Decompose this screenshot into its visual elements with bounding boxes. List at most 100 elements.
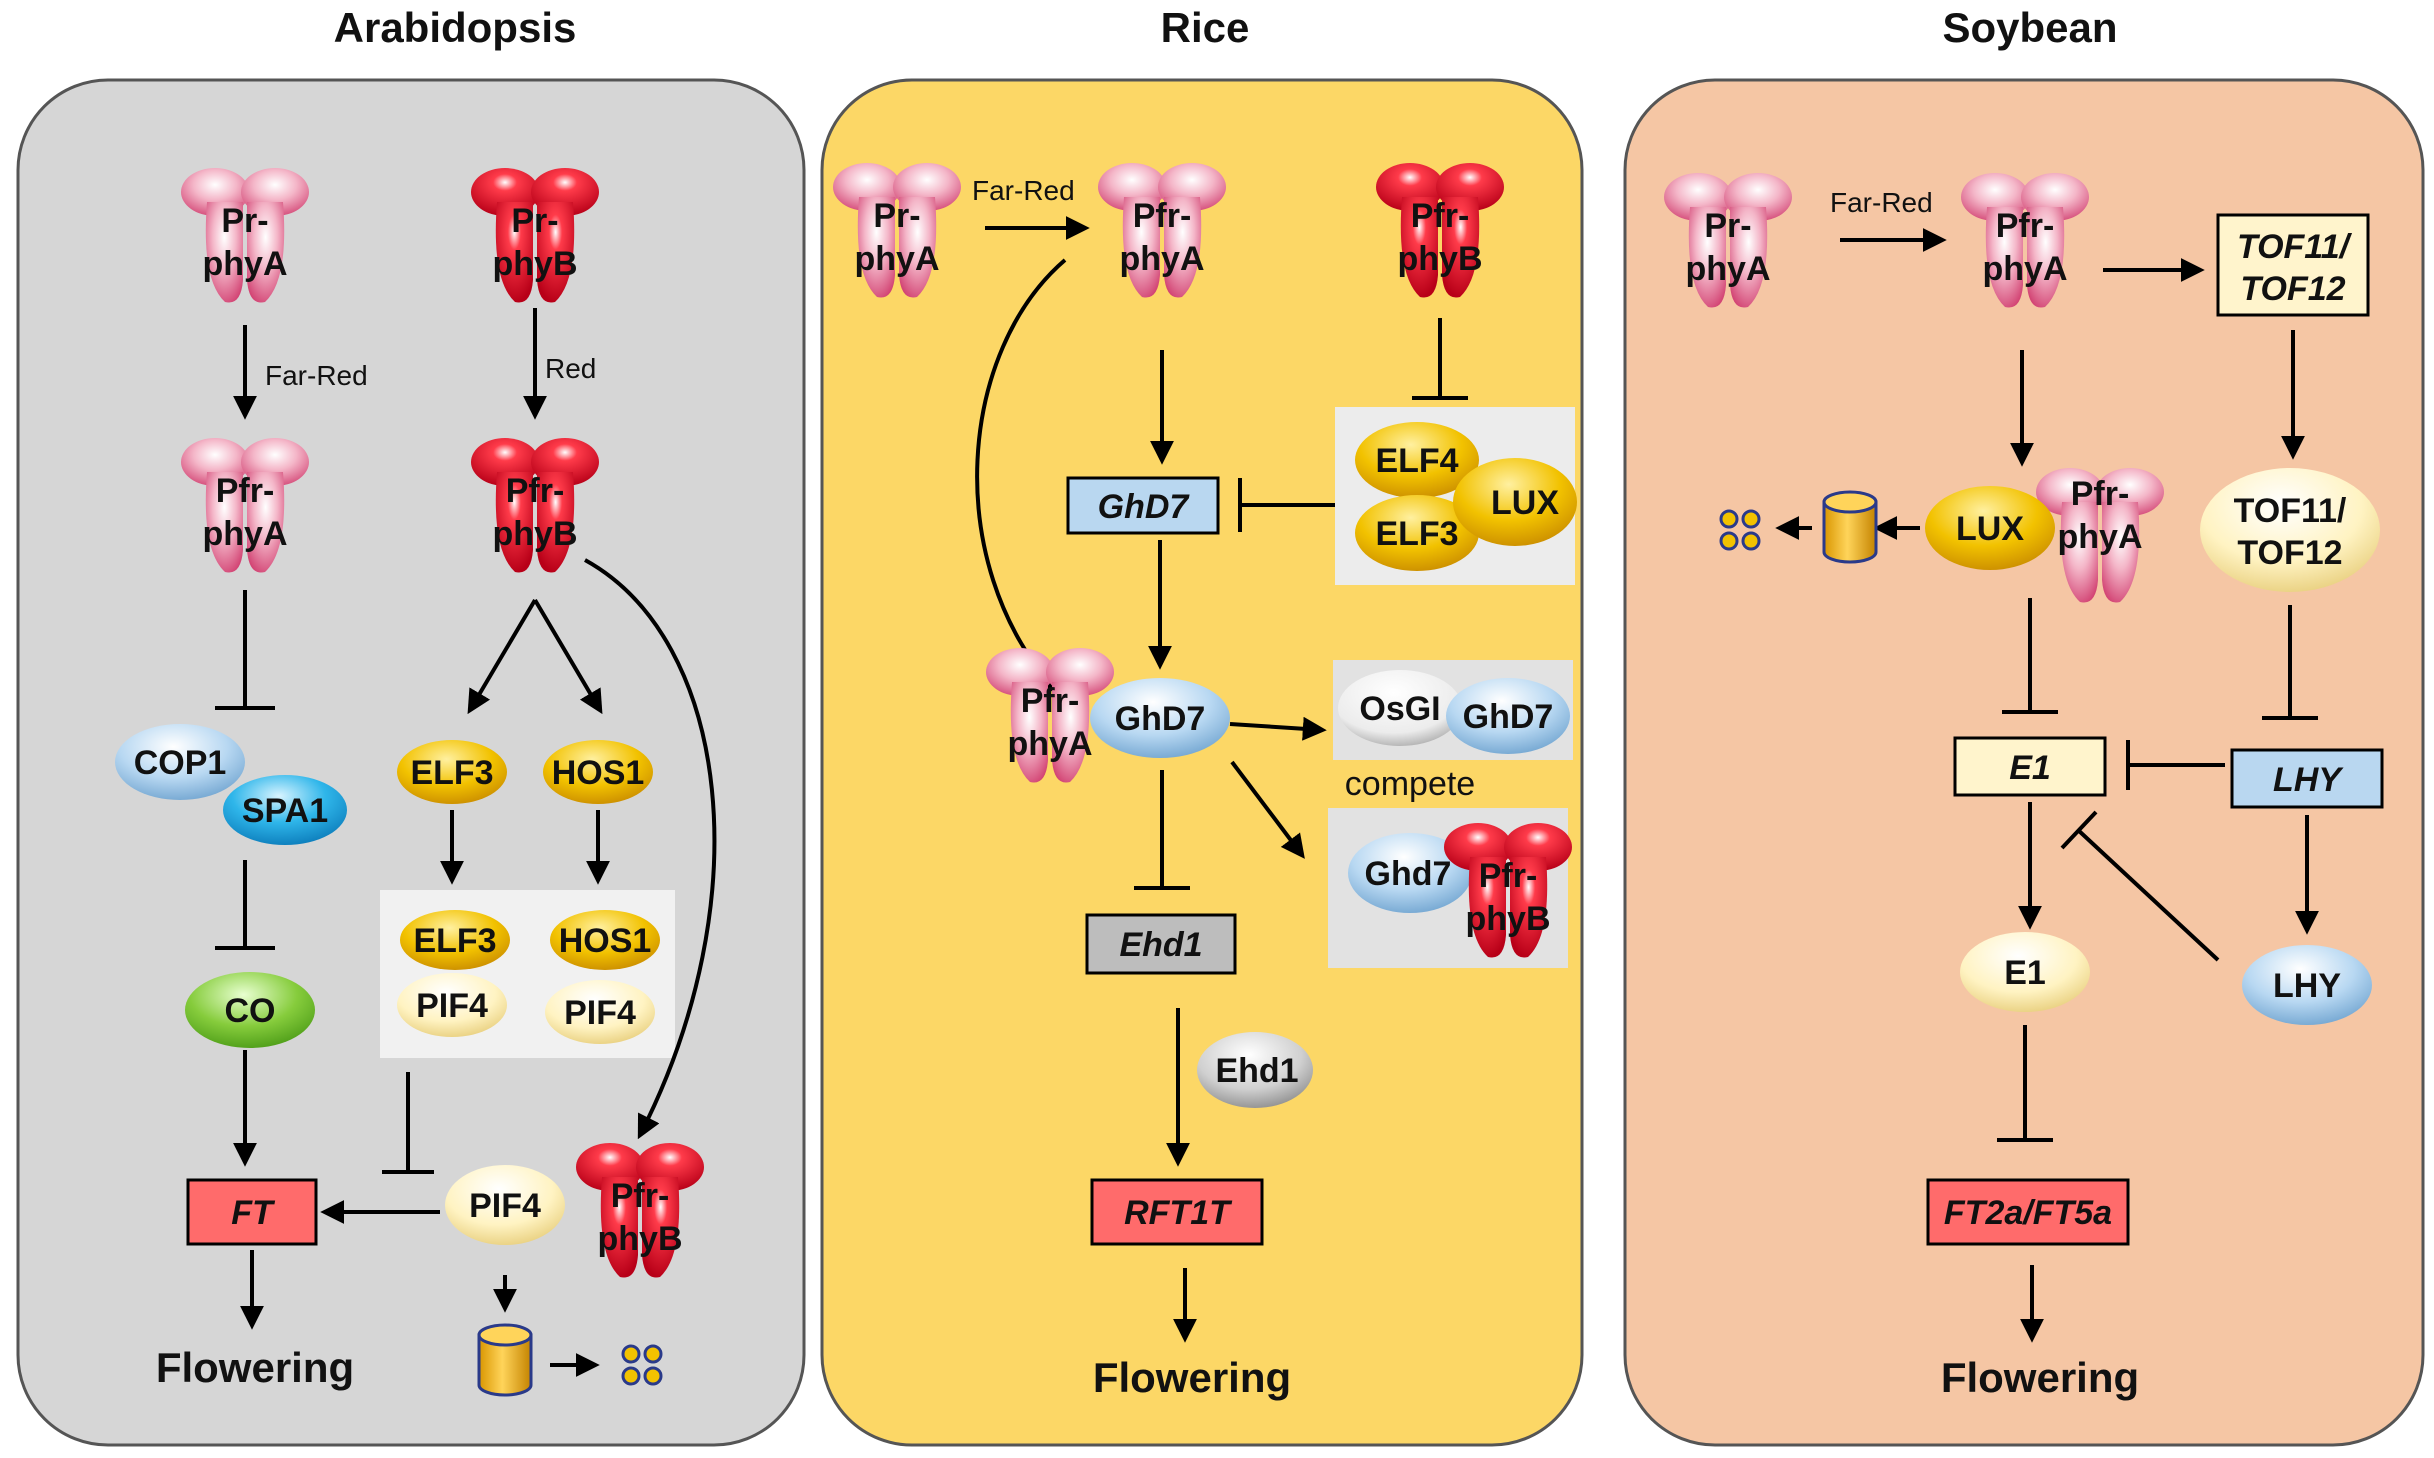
far-red-label: Far-Red <box>265 360 368 391</box>
svg-text:GhD7: GhD7 <box>1463 698 1554 736</box>
svg-text:LUX: LUX <box>1956 510 2024 548</box>
svg-text:phyA: phyA <box>1686 250 1771 288</box>
lux-protein <box>1925 486 2055 570</box>
svg-text:HOS1: HOS1 <box>559 922 652 960</box>
svg-text:TOF12: TOF12 <box>2237 534 2342 572</box>
ehd1-gene <box>1085 913 1237 975</box>
tof-gene <box>2216 213 2370 317</box>
svg-text:CO: CO <box>225 992 276 1030</box>
arabidopsis-title: Arabidopsis <box>334 4 577 51</box>
svg-text:PIF4: PIF4 <box>469 1187 541 1225</box>
svg-text:TOF11/: TOF11/ <box>2237 228 2353 266</box>
lhy-protein <box>2242 945 2372 1025</box>
svg-text:phyB: phyB <box>493 245 578 283</box>
far-red-label: Far-Red <box>972 175 1075 206</box>
svg-text:PIF4: PIF4 <box>416 987 488 1025</box>
ghd7-protein <box>1090 678 1230 758</box>
svg-text:E1: E1 <box>2004 954 2046 992</box>
pr-phyA-icon: Pr- phyA <box>181 168 309 303</box>
arabidopsis-network: Pr- phyA Pr- phyB Far-Red Red Pfr- phyA … <box>115 168 717 1397</box>
svg-text:FT: FT <box>231 1194 276 1232</box>
svg-text:HOS1: HOS1 <box>552 754 645 792</box>
pfr-phyA-icon-2: Pfr- phyA <box>986 648 1114 783</box>
svg-text:phyA: phyA <box>2058 518 2143 556</box>
svg-text:Pr-: Pr- <box>1704 207 1751 245</box>
pif4-protein <box>445 1165 565 1245</box>
svg-text:phyA: phyA <box>203 245 288 283</box>
elf3-protein <box>397 740 507 804</box>
svg-text:Ghd7: Ghd7 <box>1365 855 1452 893</box>
pfr-phyA-icon: Pfr- phyA <box>1961 173 2089 308</box>
svg-text:LHY: LHY <box>2273 761 2344 799</box>
svg-text:phyB: phyB <box>1398 240 1483 278</box>
svg-text:ELF3: ELF3 <box>410 754 493 792</box>
pfr-phyA-icon: Pfr- phyA <box>181 438 309 573</box>
svg-text:Pfr-: Pfr- <box>506 472 565 510</box>
rice-title: Rice <box>1161 4 1250 51</box>
svg-text:ELF3: ELF3 <box>413 922 496 960</box>
svg-text:phyB: phyB <box>1466 900 1551 938</box>
spa1-protein <box>223 775 347 845</box>
svg-text:E1: E1 <box>2009 749 2051 787</box>
ehd1-protein <box>1197 1032 1313 1108</box>
svg-text:Pfr-: Pfr- <box>1133 197 1192 235</box>
ft2a-ft5a-gene <box>1926 1178 2130 1246</box>
svg-text:Pfr-: Pfr- <box>216 472 275 510</box>
pr-phyA-icon: Pr- phyA <box>1664 173 1792 308</box>
cop1-protein <box>115 724 245 800</box>
svg-text:Pr-: Pr- <box>221 202 268 240</box>
phyB-to-elf3 <box>467 598 537 715</box>
ghd7-gene <box>1066 476 1220 535</box>
svg-text:PIF4: PIF4 <box>564 994 636 1032</box>
compete-label: compete <box>1345 765 1475 803</box>
svg-text:phyA: phyA <box>1120 240 1205 278</box>
rft1-gene <box>1090 1178 1264 1246</box>
svg-text:Pr-: Pr- <box>873 197 920 235</box>
svg-text:Pfr-: Pfr- <box>611 1177 670 1215</box>
pfr-phyA-icon: Pfr- phyA <box>1098 163 1226 298</box>
svg-text:ELF4: ELF4 <box>1375 442 1458 480</box>
svg-text:phyB: phyB <box>493 515 578 553</box>
svg-text:FT2a/FT5a: FT2a/FT5a <box>1944 1194 2112 1232</box>
svg-text:TOF11/: TOF11/ <box>2234 492 2347 530</box>
tof-protein <box>2200 468 2380 592</box>
svg-text:Pr-: Pr- <box>511 202 558 240</box>
svg-text:Ehd1: Ehd1 <box>1119 926 1202 964</box>
svg-text:GhD7: GhD7 <box>1098 488 1191 526</box>
arabidopsis-flowering: Flowering <box>156 1344 354 1391</box>
svg-text:COP1: COP1 <box>134 744 227 782</box>
svg-text:SPA1: SPA1 <box>242 792 328 830</box>
svg-text:Pfr-: Pfr- <box>2071 475 2130 513</box>
phyB-to-hos1 <box>533 598 603 715</box>
pr-phyB-icon: Pr- phyB <box>471 168 599 303</box>
svg-text:Pfr-: Pfr- <box>1479 857 1538 895</box>
svg-text:ELF3: ELF3 <box>1375 515 1458 553</box>
pfr-phyB-icon-2: Pfr- phyB <box>576 1143 704 1278</box>
svg-text:TOF12: TOF12 <box>2240 270 2345 308</box>
phyB-to-pif4-degradation <box>584 558 717 1140</box>
ft-gene <box>186 1178 318 1246</box>
svg-text:phyA: phyA <box>855 240 940 278</box>
pfr-phyB-icon: Pfr- phyB <box>471 438 599 573</box>
soybean-network: Pr- phyA Far-Red Pfr- phyA TOF11/ TOF12 … <box>1664 173 2384 1401</box>
co-protein <box>185 972 315 1048</box>
rice-network: Pr- phyA Far-Red Pfr- phyA Pfr- phyB ELF… <box>833 163 1577 1401</box>
soybean-title: Soybean <box>1942 4 2117 51</box>
svg-text:OsGI: OsGI <box>1359 690 1440 728</box>
e1-gene <box>1953 736 2107 797</box>
svg-text:LUX: LUX <box>1491 484 1559 522</box>
svg-text:phyA: phyA <box>1983 250 2068 288</box>
svg-text:phyA: phyA <box>1008 725 1093 763</box>
svg-text:GhD7: GhD7 <box>1115 700 1206 738</box>
svg-text:Pfr-: Pfr- <box>1996 207 2055 245</box>
pfr-phyB-icon: Pfr- phyB <box>1376 163 1504 298</box>
far-red-label: Far-Red <box>1830 187 1933 218</box>
pfr-phyA-icon-2: Pfr- phyA <box>2036 468 2164 603</box>
rice-flowering: Flowering <box>1093 1354 1291 1401</box>
svg-text:phyB: phyB <box>598 1220 683 1258</box>
proteasome-icon <box>477 1323 533 1397</box>
svg-text:LHY: LHY <box>2273 967 2341 1005</box>
svg-text:phyA: phyA <box>203 515 288 553</box>
hos1-protein <box>543 740 653 804</box>
